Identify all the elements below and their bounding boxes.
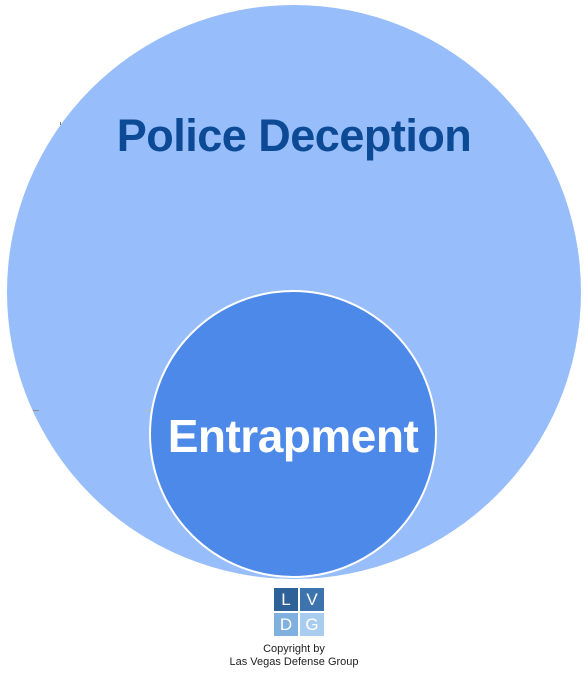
logo-letter: L bbox=[274, 588, 298, 611]
copyright-line: Copyright by bbox=[263, 643, 325, 655]
tick-mark bbox=[145, 410, 151, 411]
inner-circle-entrapment bbox=[149, 290, 437, 578]
tick-mark bbox=[60, 122, 61, 125]
lvdg-logo: L V D G bbox=[274, 588, 324, 636]
outer-circle-label: Police Deception bbox=[116, 110, 472, 161]
logo-letter: V bbox=[300, 588, 324, 611]
copyright-owner: Las Vegas Defense Group bbox=[229, 656, 359, 668]
inner-circle-label: Entrapment bbox=[167, 410, 419, 462]
tick-mark bbox=[33, 410, 39, 411]
logo-letter: G bbox=[300, 613, 324, 636]
logo-letter: D bbox=[274, 613, 298, 636]
